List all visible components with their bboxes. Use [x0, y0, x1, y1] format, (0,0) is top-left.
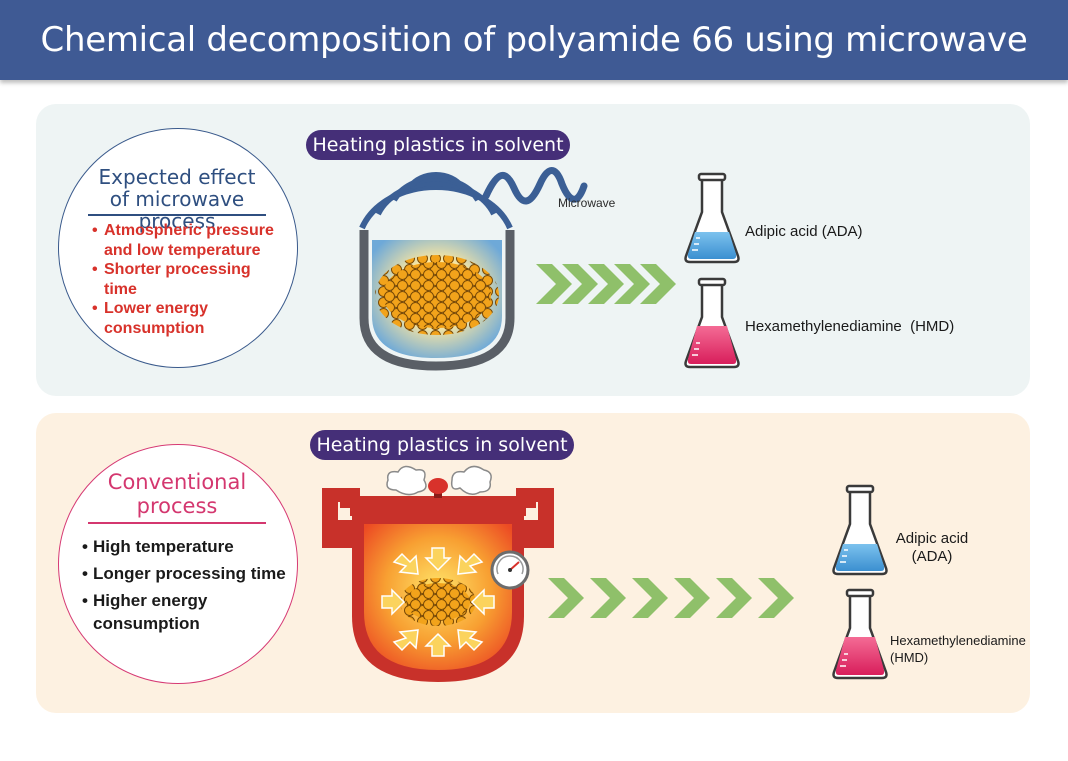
product-label-ada: Adipic acid (ADA) — [895, 530, 969, 565]
product-label-hmd: Hexamethylenediamine (HMD) — [745, 318, 955, 335]
divider — [88, 214, 266, 216]
list-item: Shorter processing time — [92, 260, 288, 299]
flask-icon — [832, 588, 888, 680]
conventional-effects-title: Conventional process — [107, 470, 247, 518]
conventional-effects-list: High temperature Longer processing time … — [82, 535, 292, 639]
flask-icon — [684, 277, 740, 369]
microwave-effects-list: Atmospheric pressure and low temperature… — [92, 221, 288, 338]
microwave-label: Microwave — [558, 196, 616, 210]
header-banner: Chemical decomposition of polyamide 66 u… — [0, 0, 1068, 140]
list-item: Longer processing time — [82, 562, 292, 585]
flask-icon — [684, 172, 740, 264]
pressure-gauge-icon — [490, 550, 530, 590]
pressure-cooker-icon — [322, 478, 554, 682]
page-title: Chemical decomposition of polyamide 66 u… — [40, 20, 1028, 140]
steam-icon — [386, 465, 492, 496]
list-item: Higher energy consumption — [82, 589, 292, 635]
list-item: Lower energy consumption — [92, 299, 288, 338]
microwave-wave-icon — [359, 167, 588, 230]
product-label-hmd: Hexamethylenediamine (HMD) — [890, 633, 1026, 665]
chevron-arrow-icon — [548, 578, 794, 618]
flask-icon — [832, 484, 888, 576]
divider — [88, 522, 266, 524]
vessel-icon — [359, 230, 515, 371]
step-label-pill: Heating plastics in solvent — [306, 130, 570, 160]
list-item: High temperature — [82, 535, 292, 558]
product-label-ada: Adipic acid (ADA) — [745, 223, 863, 240]
step-label-pill: Heating plastics in solvent — [310, 430, 574, 460]
list-item: Atmospheric pressure and low temperature — [92, 221, 288, 260]
chevron-arrow-icon — [536, 264, 676, 304]
